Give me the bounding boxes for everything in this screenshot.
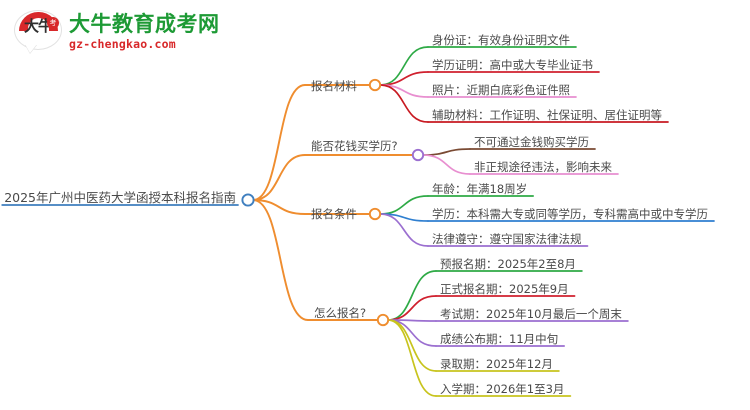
logo-mark-text: 大牛 bbox=[23, 17, 53, 35]
leaf-label-4-6[interactable]: 入学期：2026年1至3月 bbox=[440, 382, 565, 396]
branch-label-2[interactable]: 能否花钱买学历? bbox=[311, 139, 398, 153]
branch-node-3[interactable] bbox=[368, 207, 382, 221]
logo-badge: 考 bbox=[47, 17, 59, 29]
leaf-label-4-3[interactable]: 考试期：2025年10月最后一个周末 bbox=[440, 307, 622, 321]
leaf-label-1-2[interactable]: 学历证明：高中或大专毕业证书 bbox=[432, 58, 593, 72]
leaf-label-4-4[interactable]: 成绩公布期：11月中旬 bbox=[440, 332, 559, 346]
leaf-label-2-2[interactable]: 非正规途径违法，影响未来 bbox=[474, 160, 612, 174]
branch-label-3[interactable]: 报名条件 bbox=[311, 207, 357, 221]
logo-wordmark: 大牛教育成考网 gz-chengkao.com bbox=[69, 12, 220, 51]
leaf-label-1-4[interactable]: 辅助材料：工作证明、社保证明、居住证明等 bbox=[432, 108, 662, 122]
speech-bubble-tail-icon bbox=[25, 44, 37, 53]
site-logo: 大牛 考 大牛教育成考网 gz-chengkao.com bbox=[14, 8, 220, 54]
branch-label-4[interactable]: 怎么报名? bbox=[314, 306, 367, 320]
leaf-label-2-1[interactable]: 不可通过金钱购买学历 bbox=[474, 135, 589, 149]
leaf-label-4-5[interactable]: 录取期：2025年12月 bbox=[440, 357, 553, 371]
brand-url: gz-chengkao.com bbox=[69, 36, 176, 51]
leaf-label-3-3[interactable]: 法律遵守：遵守国家法律法规 bbox=[432, 232, 582, 246]
leaf-label-1-1[interactable]: 身份证：有效身份证明文件 bbox=[432, 33, 570, 47]
branch-node-1[interactable] bbox=[368, 78, 382, 92]
leaf-label-3-1[interactable]: 年龄：年满18周岁 bbox=[432, 182, 528, 196]
leaf-label-3-2[interactable]: 学历：本科需大专或同等学历，专科需高中或中专学历 bbox=[432, 207, 708, 221]
leaf-label-1-3[interactable]: 照片：近期白底彩色证件照 bbox=[432, 83, 570, 97]
root-title-label[interactable]: 2025年广州中医药大学函授本科报名指南 bbox=[4, 190, 236, 205]
branch-node-2[interactable] bbox=[411, 148, 425, 162]
logo-mark-icon: 大牛 考 bbox=[14, 8, 62, 54]
branch-node-4[interactable] bbox=[376, 313, 390, 327]
leaf-label-4-1[interactable]: 预报名期：2025年2至8月 bbox=[440, 257, 576, 271]
root-node[interactable] bbox=[241, 193, 255, 207]
leaf-label-4-2[interactable]: 正式报名期：2025年9月 bbox=[440, 282, 569, 296]
brand-name: 大牛教育成考网 bbox=[69, 11, 220, 36]
branch-label-1[interactable]: 报名材料 bbox=[311, 79, 357, 93]
